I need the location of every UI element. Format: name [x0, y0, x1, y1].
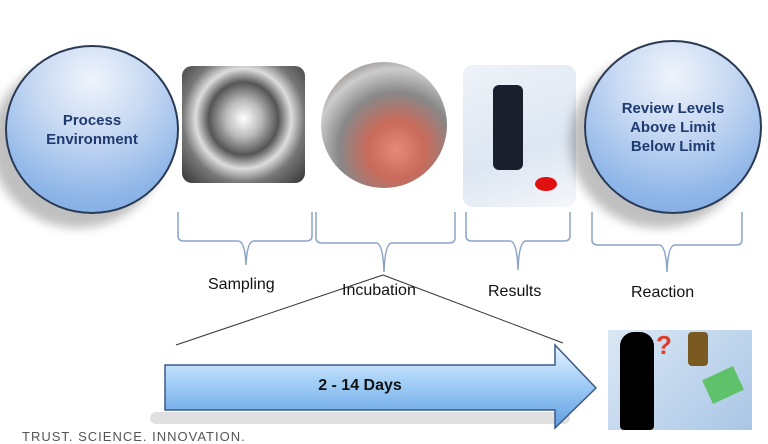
zoom-line-left: [175, 274, 384, 346]
money-icon: [702, 366, 744, 404]
review-levels-circle: Review Levels Above Limit Below Limit: [584, 40, 762, 214]
step-sampling: Sampling: [208, 276, 275, 293]
above-limit-line: Above Limit: [630, 118, 716, 136]
bracket-sampling: [177, 212, 313, 266]
bracket-incubation: [315, 212, 456, 273]
review-levels-line: Review Levels: [621, 99, 725, 117]
person-silhouette-icon: [620, 332, 654, 430]
process-environment-label: Process Environment: [46, 111, 138, 148]
bracket-results: [465, 212, 571, 271]
zoom-line-right: [382, 274, 564, 344]
step-reaction: Reaction: [631, 284, 695, 301]
timeline-arrow: [164, 343, 598, 430]
reaction-image: ?: [608, 330, 752, 430]
red-dish-icon: [535, 177, 557, 191]
traffic-light-icon: [688, 332, 708, 366]
below-limit-line: Below Limit: [630, 137, 716, 155]
process-environment-circle: Process Environment: [5, 45, 179, 214]
microscope-image: [463, 65, 576, 207]
sampling-device-image: [182, 66, 305, 183]
bracket-reaction: [591, 212, 743, 273]
petri-dish-image: [321, 62, 447, 188]
question-mark-icon: ?: [656, 330, 672, 360]
microscope-icon: [493, 85, 523, 170]
step-incubation: Incubation: [342, 282, 416, 299]
arrow-label: 2 - 14 Days: [318, 377, 402, 394]
step-results: Results: [488, 283, 542, 300]
